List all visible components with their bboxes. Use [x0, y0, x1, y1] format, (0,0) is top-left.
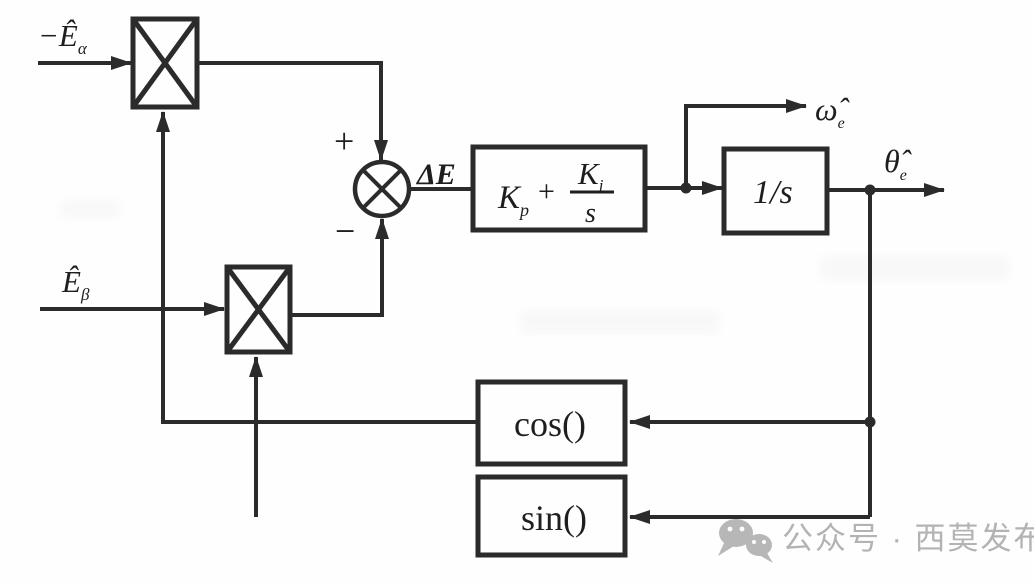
multiplier-cross-line [130, 17, 200, 109]
wire-multiplier-alpha-to-sum [197, 61, 388, 161]
wire-cos-to-multiplier-alpha [156, 111, 478, 424]
pi-denominator-label: s [585, 198, 596, 229]
integrator-label: 1/s [753, 174, 793, 211]
wechat-icon [718, 519, 773, 563]
label-delta-e: ΔE [416, 158, 456, 191]
junction-dot-omega [680, 182, 692, 194]
pi-kp-label: Kp [497, 180, 529, 220]
cosine-label: cos() [514, 404, 586, 444]
junction-dot-theta [864, 184, 876, 196]
multiplier-cross-line [224, 265, 293, 354]
integrator-block: 1/s [721, 146, 830, 236]
sine-label: sin() [521, 498, 587, 538]
watermark-text: 公众号 · 西莫发布 [782, 521, 1034, 556]
junction-dot-cos-branch [864, 416, 876, 428]
wire-omega-branch [684, 99, 807, 188]
sine-block: sin() [475, 474, 628, 558]
label-sum-plus: + [334, 121, 354, 161]
multiplier-alpha-block [130, 16, 200, 110]
pi-controller-block: Kp + Ki s [470, 144, 648, 233]
cosine-block: cos() [475, 379, 628, 467]
multiplier-beta-block [224, 264, 293, 355]
label-theta-e: θ̂e [884, 143, 912, 184]
label-e-beta: Êβ [61, 264, 90, 304]
pi-plus-label: + [538, 175, 555, 208]
scan-artifact [820, 255, 1010, 281]
label-e-alpha: −Êα [38, 18, 88, 58]
pi-ki-label: Ki [577, 156, 604, 195]
label-sum-minus: − [335, 211, 355, 251]
scan-artifact [60, 200, 120, 218]
scan-artifact [520, 310, 720, 334]
watermark: 公众号 · 西莫发布 [718, 519, 1034, 563]
summing-junction [352, 159, 412, 219]
label-omega-e: ω̂e [815, 91, 850, 132]
wire-multiplier-beta-to-sum [290, 218, 389, 317]
